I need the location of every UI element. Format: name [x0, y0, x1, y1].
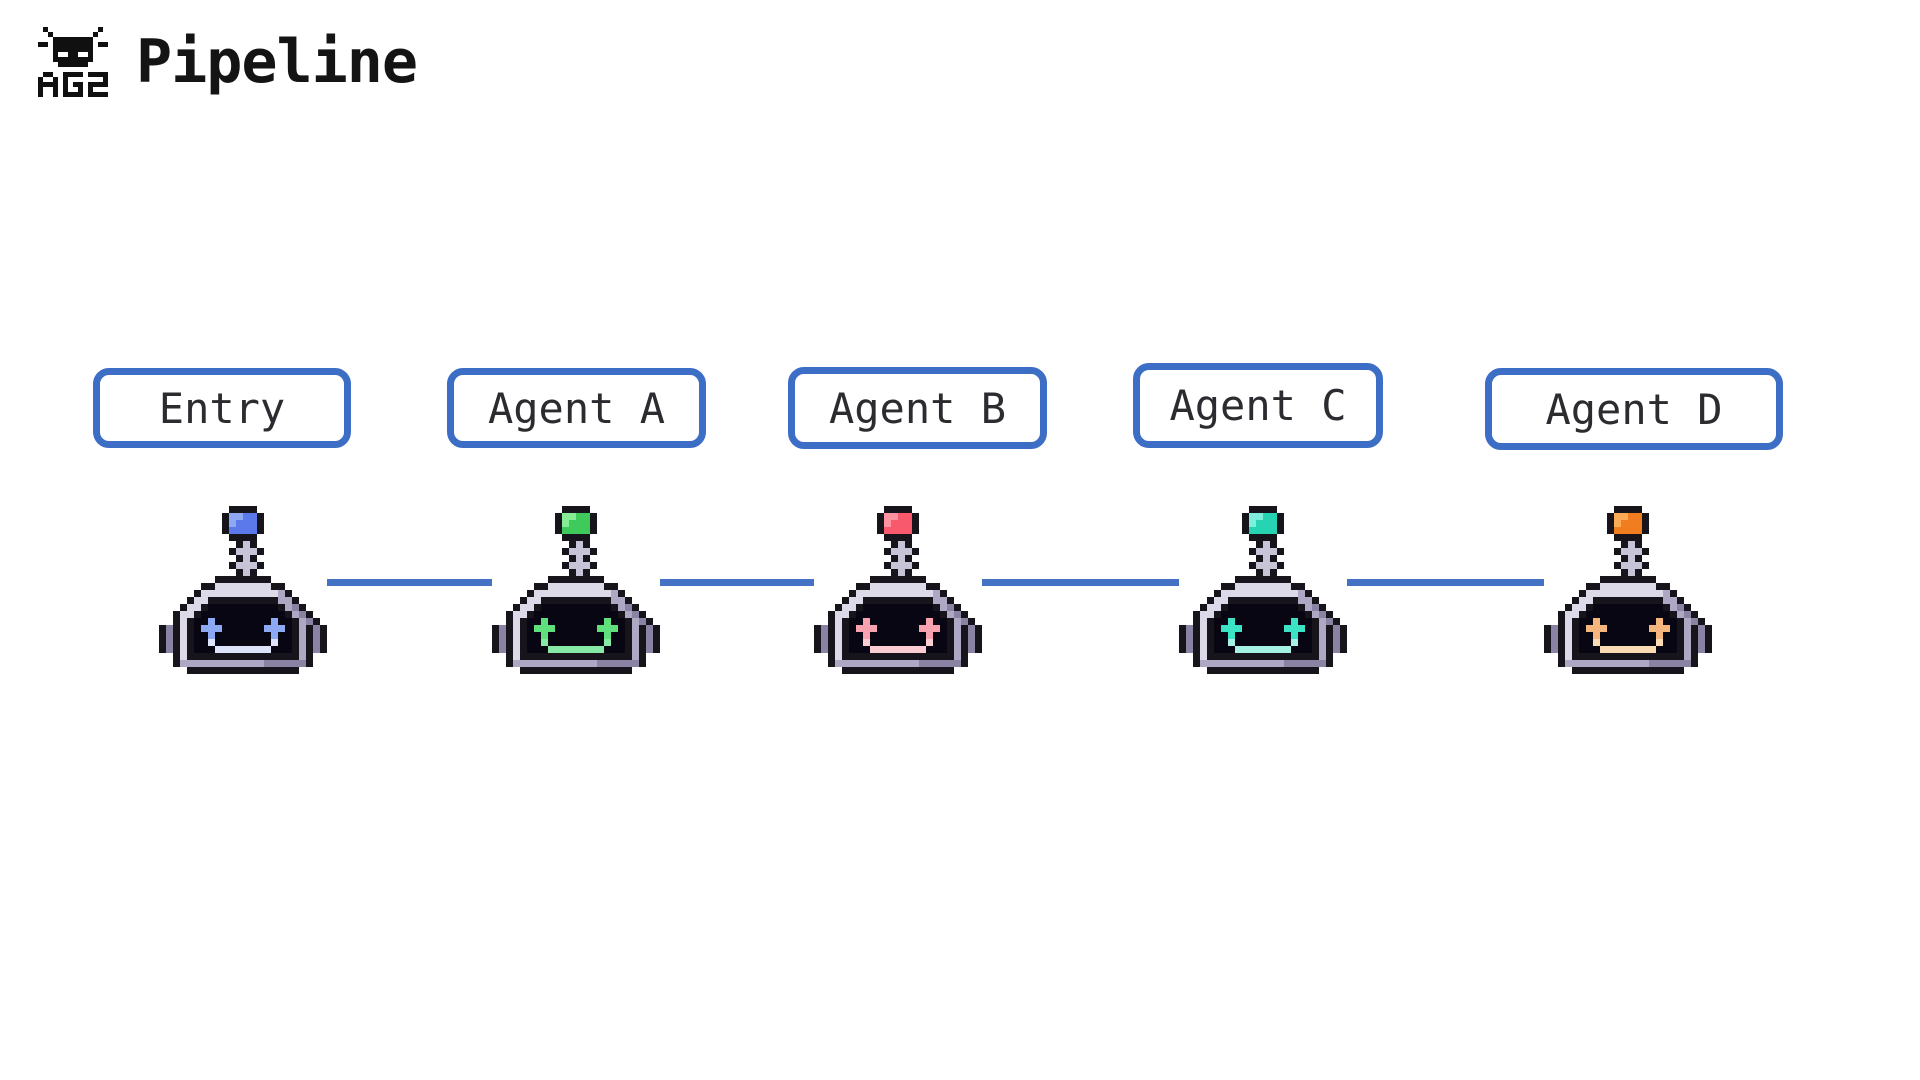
connector-line-2: [982, 579, 1179, 586]
ag2-logo-icon: [38, 27, 108, 97]
connector-line-3: [1347, 579, 1544, 586]
node-label-agent-c: Agent C: [1169, 381, 1347, 430]
node-label-agent-b: Agent B: [828, 383, 1006, 433]
page-title: Pipeline: [136, 27, 418, 97]
robot-avatar-agent-d: [1544, 506, 1712, 674]
robot-avatar-agent-a: [492, 506, 660, 674]
robot-avatar-entry: [159, 506, 327, 674]
node-box-agent-c: Agent C: [1133, 363, 1383, 448]
header: Pipeline: [38, 24, 418, 100]
node-label-entry: Entry: [158, 383, 286, 433]
node-box-agent-a: Agent A: [447, 368, 706, 448]
connector-line-0: [327, 579, 492, 586]
robot-avatar-agent-b: [814, 506, 982, 674]
connector-line-1: [660, 579, 814, 586]
node-box-agent-d: Agent D: [1485, 368, 1783, 450]
node-label-agent-d: Agent D: [1545, 384, 1723, 434]
node-box-agent-b: Agent B: [788, 367, 1047, 449]
node-label-agent-a: Agent A: [487, 383, 665, 433]
robot-avatar-agent-c: [1179, 506, 1347, 674]
node-box-entry: Entry: [93, 368, 351, 448]
